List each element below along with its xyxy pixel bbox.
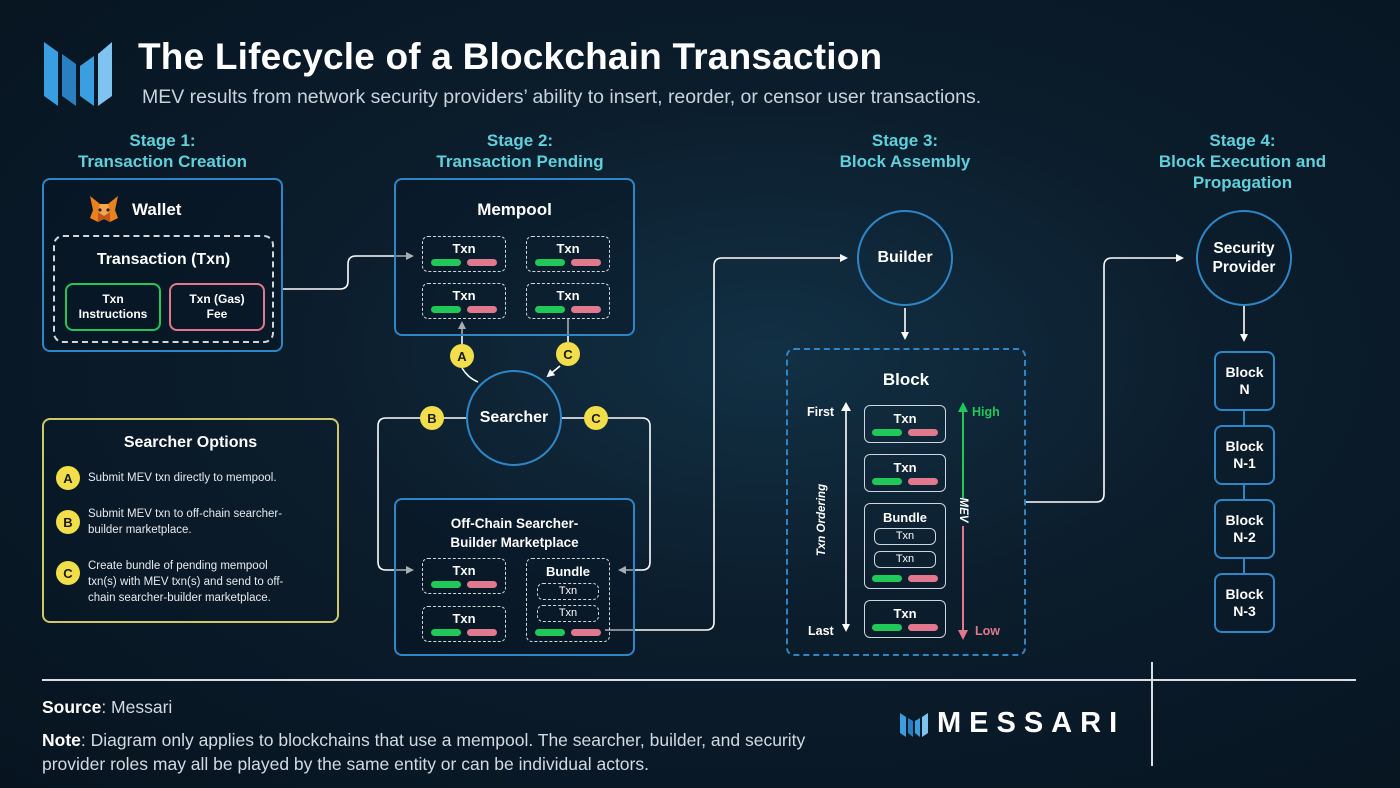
messari-brand-icon: [900, 713, 928, 737]
searcher-options-panel: Searcher Options A Submit MEV txn direct…: [42, 418, 339, 623]
builder-node: Builder: [857, 210, 953, 306]
marketplace-title: Off-Chain Searcher-Builder Marketplace: [450, 516, 579, 550]
block-txn: Txn: [864, 405, 946, 443]
block-txn: Txn: [864, 600, 946, 638]
mempool-txn: Txn: [422, 236, 506, 272]
bundle-txn: Txn: [537, 583, 599, 600]
badge-c-top: C: [556, 342, 580, 366]
searcher-options-title: Searcher Options: [123, 434, 258, 451]
page-title: The Lifecycle of a Blockchain Transactio…: [138, 36, 883, 77]
badge-c-right: C: [584, 406, 608, 430]
option-badge-a: A: [56, 466, 80, 490]
bundle-txn: Txn: [874, 551, 936, 568]
stage-1-header: Stage 1:Transaction Creation: [77, 131, 248, 171]
txn-fee-box: Txn (Gas)Fee: [169, 283, 265, 331]
mev-high-label: High: [972, 405, 1000, 419]
badge-a: A: [450, 344, 474, 368]
marketplace-panel: Off-Chain Searcher-Builder Marketplace T…: [394, 498, 635, 656]
bundle-txn: Txn: [874, 528, 936, 545]
messari-logo-icon: [44, 42, 112, 106]
mempool-panel: Mempool Txn Txn Txn Txn: [394, 178, 635, 336]
note-text: Note: Diagram only applies to blockchain…: [42, 730, 806, 774]
mev-axis-label: MEV: [957, 497, 969, 523]
option-b-text: Submit MEV txn to off-chain searcher-bui…: [88, 508, 283, 536]
block-title: Block: [882, 370, 930, 389]
page-subtitle: MEV results from network security provid…: [142, 86, 982, 108]
badge-b: B: [420, 406, 444, 430]
mempool-title: Mempool: [477, 200, 552, 219]
wallet-label: Wallet: [132, 200, 182, 219]
brand-wordmark: MESSARI: [937, 707, 1126, 739]
marketplace-txn: Txn: [422, 606, 506, 642]
mempool-txn: Txn: [526, 236, 610, 272]
option-a-text: Submit MEV txn directly to mempool.: [88, 472, 277, 484]
transaction-title: Transaction (Txn): [96, 251, 231, 268]
block-panel: Block: [786, 348, 1026, 656]
txn-ordering-label: Txn Ordering: [816, 483, 828, 557]
source-line: Source: Messari: [42, 697, 173, 717]
last-label: Last: [808, 624, 834, 638]
option-badge-c: C: [56, 561, 80, 585]
first-label: First: [807, 405, 835, 419]
block-bundle: Bundle Txn Txn: [864, 503, 946, 589]
marketplace-txn: Txn: [422, 558, 506, 594]
fox-icon: [90, 196, 118, 222]
searcher-node: Searcher: [466, 370, 562, 466]
option-badge-b: B: [56, 510, 80, 534]
stage-3-header: Stage 3:Block Assembly: [839, 131, 971, 171]
bundle-txn: Txn: [537, 605, 599, 622]
marketplace-bundle: Bundle Txn Txn: [526, 558, 610, 642]
stage-2-header: Stage 2:Transaction Pending: [436, 131, 604, 171]
mev-low-label: Low: [975, 624, 1000, 638]
mempool-txn: Txn: [526, 283, 610, 319]
mempool-txn: Txn: [422, 283, 506, 319]
block-txn: Txn: [864, 454, 946, 492]
